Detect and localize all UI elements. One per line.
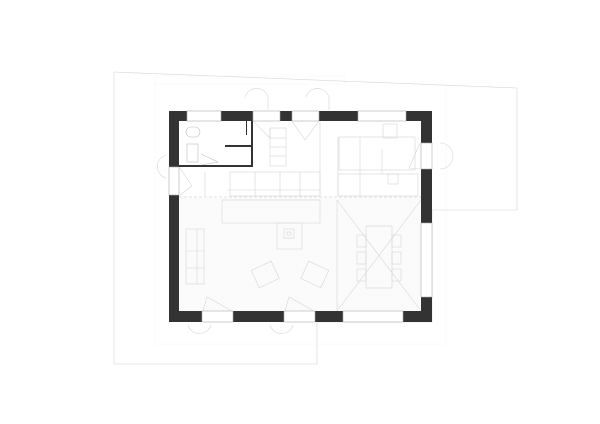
staircase [221,120,321,224]
window-opening [252,110,281,122]
window-opening [283,310,316,323]
roof-overhang-line [154,80,447,345]
window-opening [420,222,433,298]
dining-table [336,199,422,312]
window-opening [342,310,404,323]
window-opening [186,110,222,122]
window-opening [201,310,234,323]
window-opening [357,110,407,122]
living-floor [179,198,421,311]
stove [276,222,303,250]
armchairs [250,260,330,289]
bathroom-walls [179,121,253,167]
door-swings [157,88,454,334]
window-opening [291,110,320,122]
window-opening [420,142,433,170]
window-opening [168,166,180,196]
kitchen-cabinets [204,121,419,197]
sofa [185,228,205,285]
openings [168,110,433,323]
bathroom-fixtures [185,126,219,166]
